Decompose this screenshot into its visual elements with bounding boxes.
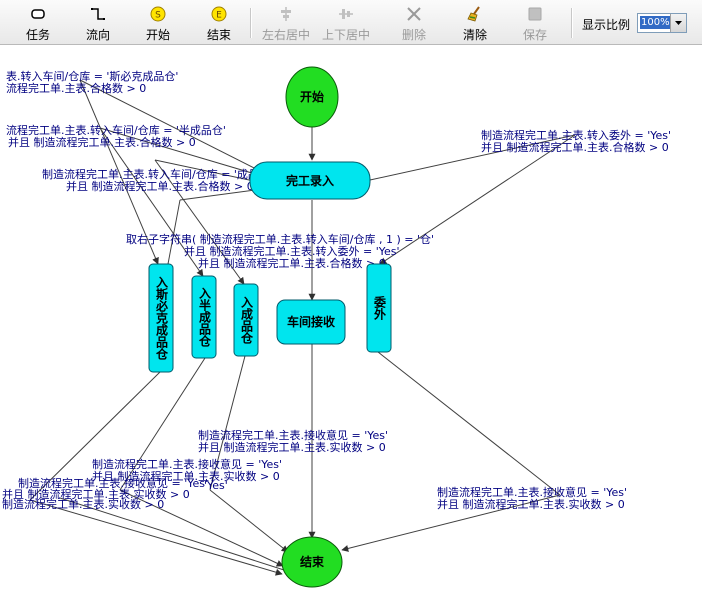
condition-label[interactable]: 并且 制造流程完工单.主表.合格数 > 0: [8, 135, 196, 149]
warehouse-sibike-label: 入斯必克成品仓: [155, 276, 169, 361]
edge-cheng-to-end[interactable]: [209, 355, 246, 491]
end-button[interactable]: E 结束: [201, 4, 237, 42]
zoom-label: 显示比例: [582, 18, 631, 32]
complete-entry-node[interactable]: 完工录入: [249, 161, 371, 200]
warehouse-finished-label: 入成品仓: [240, 296, 254, 345]
clear-label: 清除: [462, 28, 487, 42]
align-vertical-center-icon: [339, 9, 353, 19]
save-icon: [528, 7, 542, 21]
condition-label[interactable]: 表.转入车间/仓库 = '斯必克成品仓': [6, 69, 178, 83]
condition-label[interactable]: 并且 制造流程完工单.主表.实收数 > 0: [2, 487, 190, 501]
align-horizontal-center-label: 左右居中: [261, 28, 310, 42]
edge-cheng-to-end[interactable]: [209, 489, 289, 553]
delete-icon: [407, 7, 421, 21]
flow-label: 流向: [85, 28, 110, 42]
condition-label[interactable]: 制造流程完工单.主表.接收意见 = 'Yes': [198, 428, 388, 442]
flow-edges: [29, 79, 576, 576]
save-button[interactable]: 保存: [517, 4, 553, 42]
condition-label[interactable]: 'Yes': [204, 479, 228, 492]
outsource-label: 委外: [373, 295, 387, 321]
condition-label[interactable]: 并且 制造流程完工单.主表.实收数 > 0: [92, 469, 280, 483]
end-label: 结束: [206, 28, 231, 42]
condition-label[interactable]: 并且 制造流程完工单.主表.合格数 > 0: [66, 179, 254, 193]
condition-label[interactable]: 取右子字符串( 制造流程完工单.主表.转入车间/仓库 , 1 ) = '仓': [126, 232, 434, 246]
toolbar-separator: [571, 8, 573, 38]
edge-entry-to-outsource[interactable]: [379, 134, 576, 265]
condition-label[interactable]: 制造流程完工单.主表.接收意见 = 'Yes': [18, 476, 208, 490]
condition-label[interactable]: 流程完工单.主表.转入车间/仓库 = '半成品仓': [6, 123, 226, 137]
edge-sibike-to-end[interactable]: [29, 371, 161, 501]
edge-entry-to-ban[interactable]: [99, 127, 263, 177]
condition-label[interactable]: 并且 制造流程完工单.主表.合格数 > 0: [198, 256, 386, 270]
edge-entry-to-cheng[interactable]: [154, 159, 245, 285]
toolbar-separator: [250, 8, 252, 38]
clear-button[interactable]: 清除: [457, 4, 493, 42]
condition-label[interactable]: 制造流程完工单.主表.实收数 > 0: [2, 497, 164, 511]
start-label: 开始: [145, 28, 170, 42]
warehouse-semi-node[interactable]: 入半成品仓: [191, 275, 217, 359]
align-horizontal-center-button[interactable]: 左右居中: [259, 4, 313, 42]
save-label: 保存: [522, 28, 547, 42]
edge-sibike-to-end[interactable]: [29, 499, 283, 576]
flow-connector-icon: [91, 8, 105, 20]
condition-label[interactable]: 并且 制造流程完工单.主表.实收数 > 0: [437, 497, 625, 511]
delete-label: 删除: [401, 28, 426, 42]
toolbar: 任务 流向 S 开始 E 结束 左右居中 上下居中 删除 清除 保存 显示比例 …: [0, 0, 702, 45]
zoom-select[interactable]: 100%: [637, 13, 687, 33]
condition-label[interactable]: 流程完工单.主表.合格数 > 0: [6, 81, 146, 95]
edge-ban-to-end[interactable]: [119, 489, 284, 567]
condition-label[interactable]: 制造流程完工单.主表.转入车间/仓库 = '成品仓': [42, 167, 273, 181]
condition-label[interactable]: 并且 制造流程完工单.主表.实收数 > 0: [198, 440, 386, 454]
delete-button[interactable]: 删除: [396, 4, 432, 42]
zoom-dropdown-button[interactable]: [670, 14, 686, 32]
edge-entry-to-cheng[interactable]: [154, 159, 269, 185]
align-vertical-center-label: 上下居中: [321, 28, 370, 42]
condition-label[interactable]: 制造流程完工单.主表.接收意见 = 'Yes': [92, 457, 282, 471]
workshop-receive-label: 车间接收: [287, 314, 335, 329]
end-node-label: 结束: [300, 554, 325, 569]
warehouse-finished-node[interactable]: 入成品仓: [233, 283, 259, 357]
complete-entry-label: 完工录入: [286, 173, 334, 188]
condition-labels: 表.转入车间/仓库 = '斯必克成品仓' 流程完工单.主表.合格数 > 0 流程…: [2, 69, 671, 511]
flow-canvas[interactable]: 表.转入车间/仓库 = '斯必克成品仓' 流程完工单.主表.合格数 > 0 流程…: [0, 45, 702, 616]
outsource-node[interactable]: 委外: [366, 263, 392, 353]
flow-nodes: 开始 完工录入 车间接收 入斯必克成品仓 入半成品仓 入成品仓 委外 结束: [148, 66, 392, 588]
flow-diagram: 表.转入车间/仓库 = '斯必克成品仓' 流程完工单.主表.合格数 > 0 流程…: [2, 66, 671, 588]
broom-icon: [467, 6, 480, 22]
edge-outsource-to-end[interactable]: [377, 351, 561, 496]
end-node[interactable]: 结束: [281, 536, 343, 588]
start-node-label: 开始: [300, 89, 324, 104]
end-icon: E: [211, 6, 227, 22]
edge-cheng-to-sibike[interactable]: [167, 199, 181, 265]
svg-text:E: E: [216, 11, 222, 21]
edge-sibike-to-end[interactable]: [59, 497, 285, 571]
flow-button[interactable]: 流向: [80, 4, 116, 42]
task-button[interactable]: 任务: [20, 4, 56, 42]
condition-label[interactable]: 制造流程完工单.主表.接收意见 = 'Yes': [437, 485, 627, 499]
start-icon: S: [150, 6, 166, 22]
task-icon: [31, 9, 45, 19]
start-node[interactable]: 开始: [285, 66, 339, 128]
start-button[interactable]: S 开始: [140, 4, 176, 42]
condition-label[interactable]: 并且 制造流程完工单.主表.转入委外 = 'Yes': [184, 244, 400, 258]
edge-entry-to-outsource[interactable]: [369, 134, 576, 181]
task-label: 任务: [25, 28, 50, 42]
warehouse-semi-label: 入半成品仓: [198, 287, 212, 348]
align-vertical-center-button[interactable]: 上下居中: [319, 4, 373, 42]
warehouse-sibike-node[interactable]: 入斯必克成品仓: [148, 263, 174, 373]
edge-entry-to-sibike[interactable]: [79, 79, 259, 171]
chevron-down-icon: [675, 21, 682, 25]
edge-ban-to-end[interactable]: [119, 357, 206, 491]
svg-text:S: S: [155, 11, 161, 21]
edge-entry-to-ban[interactable]: [99, 127, 204, 277]
condition-label[interactable]: 制造流程完工单.主表.转入委外 = 'Yes': [481, 128, 671, 142]
zoom-value: 100%: [640, 16, 671, 29]
align-horizontal-center-icon: [281, 7, 291, 21]
edge-outsource-to-end[interactable]: [341, 494, 561, 552]
edge-entry-to-sibike[interactable]: [79, 79, 159, 265]
condition-label[interactable]: 并且 制造流程完工单.主表.合格数 > 0: [481, 140, 669, 154]
workshop-receive-node[interactable]: 车间接收: [276, 299, 346, 345]
